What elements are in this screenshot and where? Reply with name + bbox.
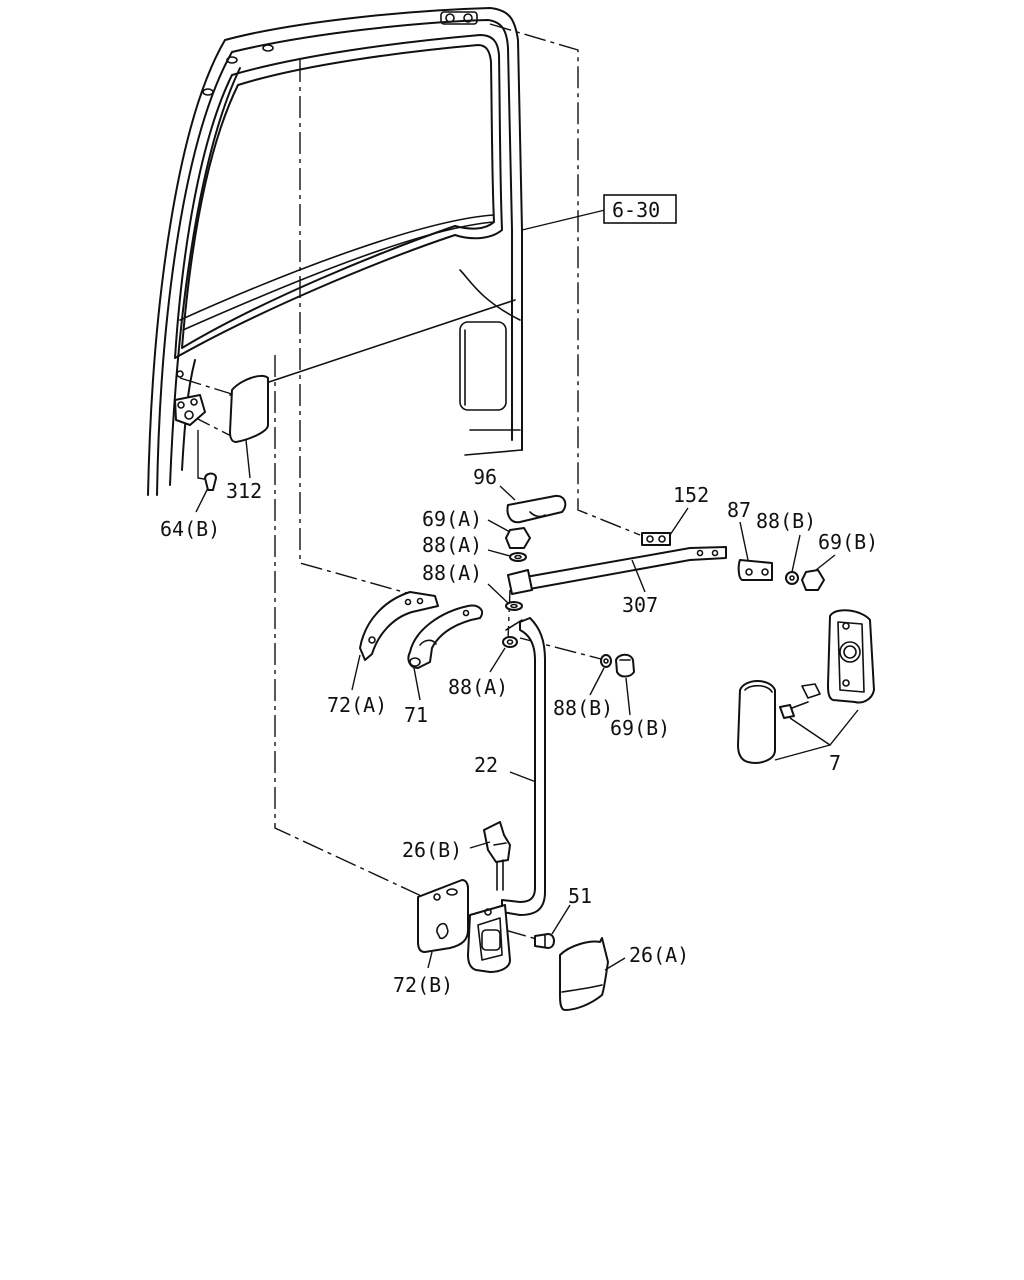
part-base-bracket xyxy=(467,904,511,973)
part-88a-washer-2: 88(A) xyxy=(422,561,523,611)
label-72b: 72(B) xyxy=(393,973,453,997)
label-88a-2: 88(A) xyxy=(422,561,482,585)
part-96-cap: 96 xyxy=(473,465,567,524)
part-64b-hinge: 64(B) xyxy=(160,370,220,541)
label-312: 312 xyxy=(226,479,262,503)
part-312-cover: 312 xyxy=(226,374,269,503)
label-22: 22 xyxy=(474,753,498,777)
label-88a-3: 88(A) xyxy=(448,675,508,699)
label-96: 96 xyxy=(473,465,497,489)
label-87: 87 xyxy=(727,498,751,522)
door-outline xyxy=(147,7,523,496)
part-69a-nut: 69(A) xyxy=(422,507,531,549)
part-26b-clip: 26(B) xyxy=(402,821,511,891)
label-88b-mid: 88(B) xyxy=(553,696,613,720)
label-26b: 26(B) xyxy=(402,838,462,862)
label-69b-top: 69(B) xyxy=(818,530,878,554)
part-69b-mid-nut: 69(B) xyxy=(610,653,670,740)
door-panel-lines xyxy=(229,269,521,431)
part-88b-top-washer: 88(B) xyxy=(756,509,816,585)
part-72a-bracket: 72(A) xyxy=(327,591,439,717)
label-26a: 26(A) xyxy=(629,943,689,967)
part-88b-mid-washer: 88(B) xyxy=(553,654,613,720)
part-307-stay: 307 xyxy=(507,546,727,617)
part-152-plate: 152 xyxy=(641,483,709,546)
label-152: 152 xyxy=(673,483,709,507)
part-51-bolt: 51 xyxy=(534,884,592,949)
label-88b-top: 88(B) xyxy=(756,509,816,533)
part-87-bracket: 87 xyxy=(727,498,773,581)
label-69b-mid: 69(B) xyxy=(610,716,670,740)
label-64b: 64(B) xyxy=(160,517,220,541)
part-22-stay-tube: 22 xyxy=(474,617,546,916)
part-88a-washer-1: 88(A) xyxy=(422,533,527,562)
reference-6-30: 6-30 xyxy=(521,194,677,231)
door-top-clips xyxy=(202,11,478,96)
label-51: 51 xyxy=(568,884,592,908)
label-88a-1: 88(A) xyxy=(422,533,482,557)
label-7: 7 xyxy=(829,751,841,775)
door-window xyxy=(174,34,503,359)
label-307: 307 xyxy=(622,593,658,617)
part-72b-plate: 72(B) xyxy=(393,879,469,997)
part-7-mirror: 7 xyxy=(737,609,875,775)
part-88a-washer-3: 88(A) xyxy=(448,636,518,699)
part-69b-top-nut: 69(B) xyxy=(801,530,878,591)
label-72a: 72(A) xyxy=(327,693,387,717)
label-6-30: 6-30 xyxy=(612,198,660,222)
label-69a: 69(A) xyxy=(422,507,482,531)
part-71-arm: 71 xyxy=(404,604,484,727)
label-71: 71 xyxy=(404,703,428,727)
part-26a-cover: 26(A) xyxy=(559,937,689,1011)
